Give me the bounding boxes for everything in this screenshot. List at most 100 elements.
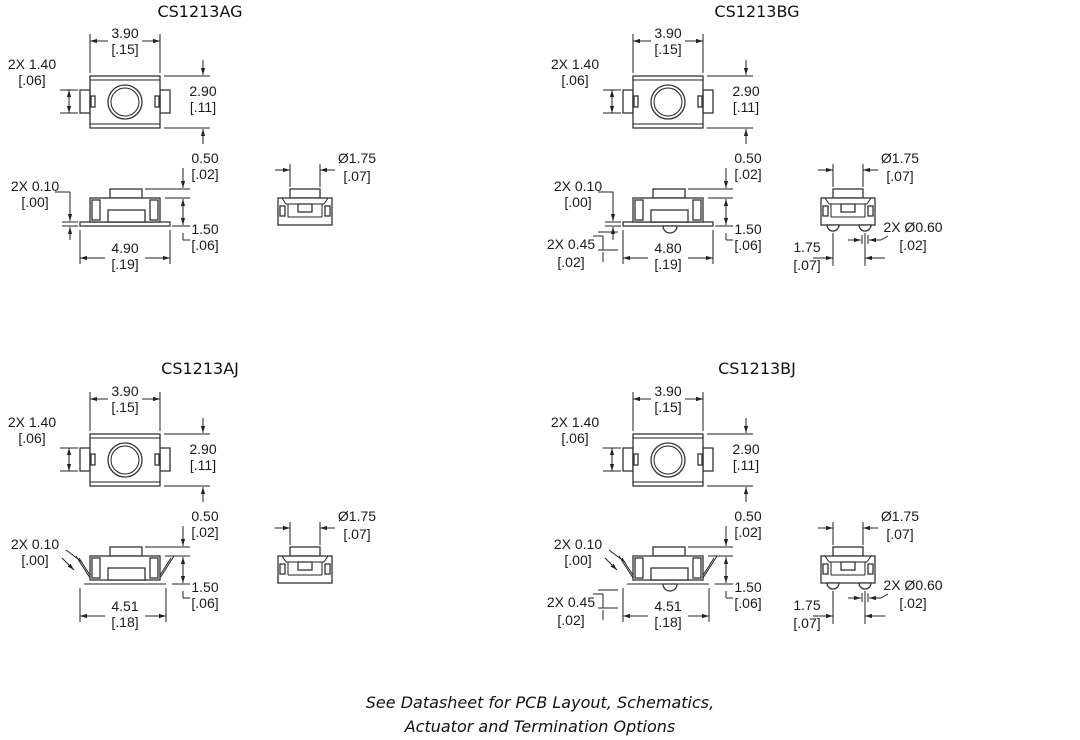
- line: [866, 197, 872, 205]
- pin-spacing-dim-in: [.07]: [793, 257, 820, 273]
- j-lead-right: [702, 555, 718, 579]
- footer-note-line-1: See Datasheet for PCB Layout, Schematics…: [365, 693, 715, 712]
- line: [866, 555, 872, 563]
- side-inner-block: [650, 567, 689, 581]
- actuator-dim-mm: Ø1.75: [338, 508, 376, 524]
- tab-dim-mm: 2X 1.40: [8, 414, 56, 430]
- flange-dim-in: [.00]: [564, 194, 591, 210]
- tab-dim-in: [.06]: [561, 430, 588, 446]
- line: [323, 555, 329, 563]
- line: [880, 593, 889, 599]
- end-notch: [297, 203, 313, 213]
- side-tab-left: [622, 89, 634, 114]
- length-dim-mm: 4.90: [111, 240, 138, 256]
- flange-dim-mm: 2X 0.10: [11, 178, 59, 194]
- length-dim-in: [.19]: [111, 256, 138, 272]
- actuator-circle: [107, 442, 143, 478]
- actuator-dim-in: [.07]: [343, 526, 370, 542]
- body-dim-mm: 1.50: [191, 579, 218, 595]
- end-slot-left: [822, 205, 829, 217]
- line: [604, 557, 618, 571]
- locating-pin-right: [858, 582, 872, 590]
- side-tab-right: [159, 89, 171, 114]
- slot-right: [697, 95, 703, 108]
- side-corner-right: [692, 557, 702, 579]
- width-dim-in: [.15]: [654, 399, 681, 415]
- plunger-dim-in: [.02]: [191, 166, 218, 182]
- plunger-dim-in: [.02]: [191, 524, 218, 540]
- actuator-inner-circle: [110, 445, 140, 475]
- plunger-side: [652, 546, 686, 557]
- actuator-dim-in: [.07]: [886, 526, 913, 542]
- length-dim-in: [.18]: [111, 614, 138, 630]
- flange-dim-in: [.00]: [21, 552, 48, 568]
- pin-height-dim-in: [.02]: [557, 612, 584, 628]
- slot-left: [633, 453, 639, 466]
- body-dim-mm: 1.50: [734, 221, 761, 237]
- height-dim-in: [.11]: [190, 457, 216, 473]
- flange-dim-mm: 2X 0.10: [554, 536, 602, 552]
- line: [65, 549, 83, 563]
- height-dim-mm: 2.90: [189, 441, 216, 457]
- height-dim-in: [.11]: [733, 457, 759, 473]
- body-dim-in: [.06]: [734, 595, 761, 611]
- pin-dia-dim-in: [.02]: [899, 237, 926, 253]
- line: [608, 549, 626, 563]
- flange-dim-in: [.00]: [564, 552, 591, 568]
- pin-spacing-dim-mm: 1.75: [793, 597, 820, 613]
- width-dim-mm: 3.90: [111, 25, 138, 41]
- tab-dim-mm: 2X 1.40: [551, 414, 599, 430]
- side-inner-block: [650, 209, 689, 223]
- side-corner-right: [149, 199, 159, 221]
- line: [824, 197, 830, 205]
- actuator-dim-in: [.07]: [886, 168, 913, 184]
- side-tab-right: [702, 89, 714, 114]
- line: [281, 197, 287, 205]
- side-tab-left: [622, 447, 634, 472]
- length-dim-in: [.19]: [654, 256, 681, 272]
- pin-dia-dim-in: [.02]: [899, 595, 926, 611]
- side-inner-block: [107, 209, 146, 223]
- side-corner-left: [634, 557, 644, 579]
- plunger-dim-mm: 0.50: [734, 150, 761, 166]
- side-corner-left: [91, 199, 101, 221]
- plunger-dim-mm: 0.50: [734, 508, 761, 524]
- slot-right: [154, 453, 160, 466]
- j-lead-right: [159, 555, 175, 579]
- side-inner-block: [107, 567, 146, 581]
- slot-right: [154, 95, 160, 108]
- line: [281, 555, 287, 563]
- width-dim-mm: 3.90: [654, 25, 681, 41]
- plunger-dim-in: [.02]: [734, 524, 761, 540]
- plunger-dim-in: [.02]: [734, 166, 761, 182]
- end-slot-right: [324, 205, 331, 217]
- tab-dim-in: [.06]: [18, 430, 45, 446]
- part-title: CS1213BJ: [718, 359, 796, 378]
- body-dim-mm: 1.50: [734, 579, 761, 595]
- plunger-end: [832, 546, 864, 557]
- end-slot-right: [867, 563, 874, 575]
- locating-pin-side: [662, 225, 678, 234]
- plunger-end: [289, 546, 321, 557]
- end-notch: [297, 561, 313, 571]
- actuator-circle: [650, 84, 686, 120]
- locating-pin-right: [858, 224, 872, 232]
- body-dim-in: [.06]: [191, 237, 218, 253]
- end-slot-left: [822, 563, 829, 575]
- width-dim-in: [.15]: [111, 399, 138, 415]
- slot-left: [90, 453, 96, 466]
- side-corner-left: [91, 557, 101, 579]
- plunger-dim-mm: 0.50: [191, 150, 218, 166]
- part-title: CS1213BG: [714, 2, 799, 21]
- slot-right: [697, 453, 703, 466]
- actuator-dim-mm: Ø1.75: [881, 508, 919, 524]
- height-dim-mm: 2.90: [189, 83, 216, 99]
- side-corner-right: [149, 557, 159, 579]
- length-dim-mm: 4.80: [654, 240, 681, 256]
- side-tab-right: [159, 447, 171, 472]
- body-dim-in: [.06]: [734, 237, 761, 253]
